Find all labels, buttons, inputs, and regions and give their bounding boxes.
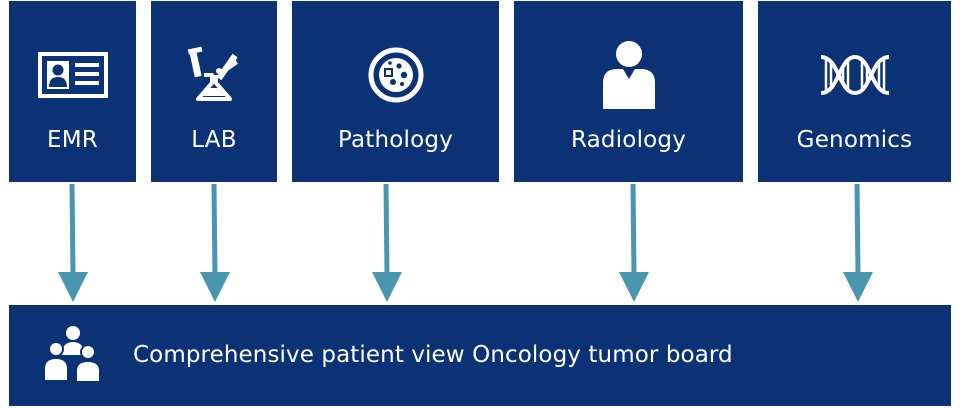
id-card-icon	[9, 39, 136, 111]
group-people-icon	[43, 323, 103, 387]
arrow-genomics	[843, 183, 873, 302]
source-label: Pathology	[337, 127, 454, 153]
arrow-lab	[200, 183, 230, 302]
source-label: LAB	[191, 127, 237, 153]
source-box-genomics: Genomics	[758, 1, 951, 182]
person-icon	[514, 39, 743, 111]
petri-dish-icon	[292, 39, 499, 111]
tumor-board-box: Comprehensive patient view Oncology tumo…	[9, 305, 951, 406]
arrow-radiology	[619, 183, 649, 302]
source-label: EMR	[47, 127, 98, 153]
source-label: Radiology	[570, 127, 687, 153]
source-box-lab: LAB	[151, 1, 277, 182]
source-box-emr: EMR	[9, 1, 136, 182]
tumor-board-label: Comprehensive patient view Oncology tumo…	[133, 342, 733, 368]
arrow-emr	[58, 183, 88, 302]
lab-flask-icon	[151, 39, 277, 111]
arrow-pathology	[372, 183, 402, 302]
source-box-pathology: Pathology	[292, 1, 499, 182]
source-label: Genomics	[796, 127, 913, 153]
source-box-radiology: Radiology	[514, 1, 743, 182]
dna-icon	[758, 39, 951, 111]
